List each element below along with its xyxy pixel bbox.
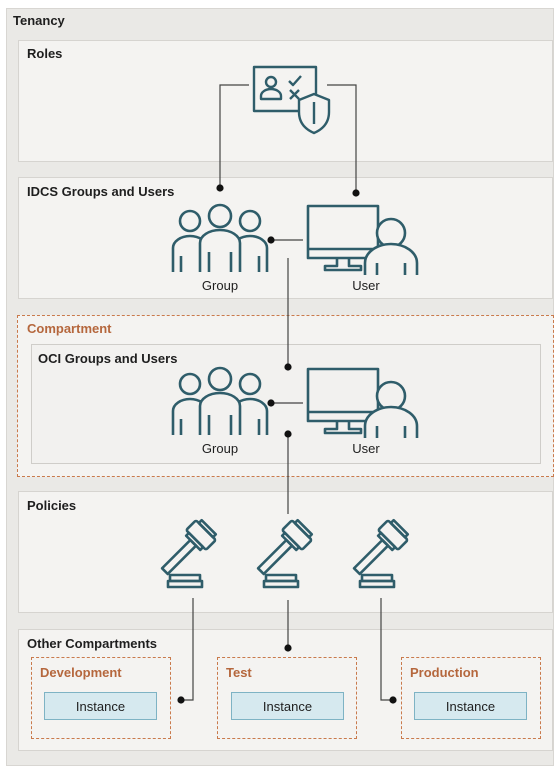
- idcs-user-label: User: [352, 278, 380, 293]
- test-instance: Instance: [231, 692, 344, 720]
- oci-group-label: Group: [201, 441, 239, 456]
- development-title: Development: [40, 665, 122, 680]
- group-icon: [171, 366, 269, 435]
- compartment-title: Compartment: [27, 321, 112, 336]
- gavel-icon: [256, 518, 314, 589]
- gavel-icon: [352, 518, 410, 589]
- user-monitor-icon: [306, 367, 419, 438]
- development-instance: Instance: [44, 692, 157, 720]
- idcs-panel: [18, 177, 553, 299]
- oci-title: OCI Groups and Users: [38, 351, 178, 366]
- gavel-icon: [160, 518, 218, 589]
- roles-badge-shield-icon: [252, 65, 331, 135]
- tenancy-title: Tenancy: [13, 13, 65, 28]
- idcs-group-label: Group: [201, 278, 239, 293]
- oci-user-label: User: [352, 441, 380, 456]
- test-title: Test: [226, 665, 252, 680]
- production-title: Production: [410, 665, 479, 680]
- group-icon: [171, 203, 269, 272]
- roles-title: Roles: [27, 46, 63, 61]
- policies-title: Policies: [27, 498, 77, 513]
- other-compartments-title: Other Compartments: [27, 636, 158, 651]
- production-instance: Instance: [414, 692, 527, 720]
- user-monitor-icon: [306, 204, 419, 275]
- idcs-title: IDCS Groups and Users: [27, 184, 175, 199]
- oci-panel: [31, 344, 541, 464]
